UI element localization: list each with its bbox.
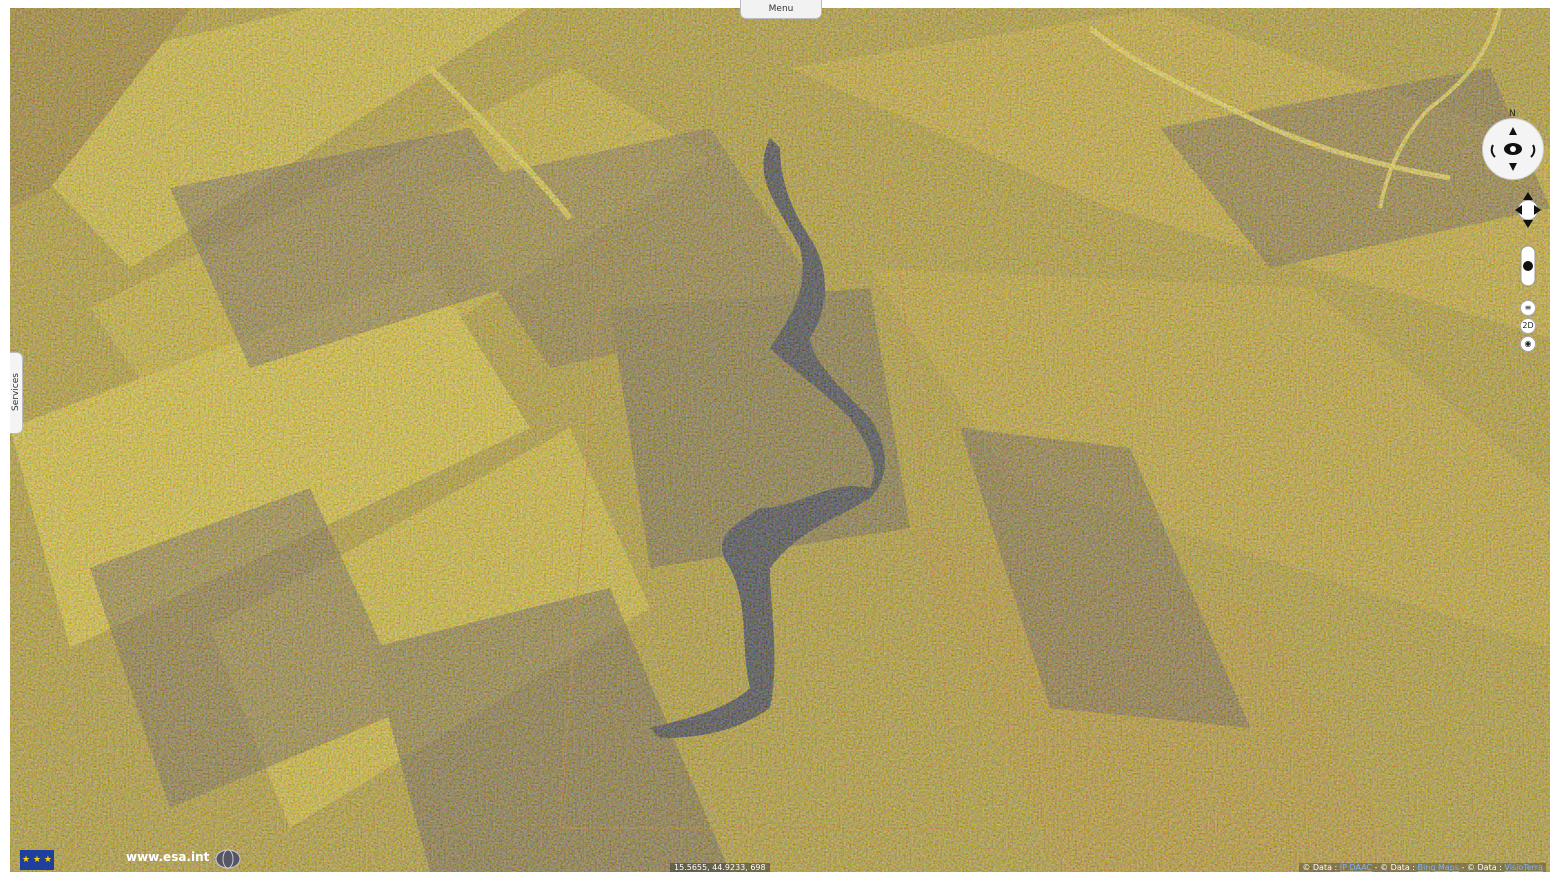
credit-separator: - © Data :: [1372, 863, 1418, 872]
tool-buttons: ≡ 2D ◉: [1520, 300, 1536, 352]
screenshot-button[interactable]: ◉: [1520, 336, 1536, 352]
services-label: Services: [11, 373, 21, 411]
pan-control[interactable]: [1514, 190, 1542, 230]
satellite-terrain[interactable]: [10, 8, 1550, 872]
footer: ★ ★ ★ www.esa.int 15.5655, 44.9233, 698 …: [10, 846, 1550, 872]
credit-separator-2: - © Data :: [1459, 863, 1505, 872]
compass-north-label: N: [1509, 109, 1516, 119]
layers-button[interactable]: ≡: [1520, 300, 1536, 316]
services-tab[interactable]: Services: [10, 352, 23, 434]
map-viewport[interactable]: [10, 8, 1550, 872]
compass-eye-icon: [1490, 127, 1536, 171]
view-2d-button[interactable]: 2D: [1520, 318, 1536, 334]
globe-icon: [215, 849, 241, 869]
eu-flag-icon: ★ ★ ★: [20, 850, 54, 870]
menu-button[interactable]: Menu: [740, 0, 822, 19]
zoom-control[interactable]: [1518, 245, 1538, 287]
coordinate-readout: 15.5655, 44.9233, 698: [670, 863, 770, 872]
pan-arrows-icon: [1515, 192, 1541, 228]
credit-link-daac[interactable]: IP DAAC: [1339, 863, 1373, 872]
credit-link-visioterra[interactable]: VisioTerra: [1504, 863, 1543, 872]
credit-prefix: © Data :: [1302, 863, 1340, 872]
compass-control[interactable]: N: [1482, 109, 1544, 180]
esa-link[interactable]: www.esa.int: [126, 850, 210, 864]
zoom-icon: [1520, 245, 1536, 287]
data-credits: © Data : IP DAAC - © Data : Bing Maps - …: [1299, 863, 1546, 872]
credit-link-bing[interactable]: Bing Maps: [1417, 863, 1459, 872]
